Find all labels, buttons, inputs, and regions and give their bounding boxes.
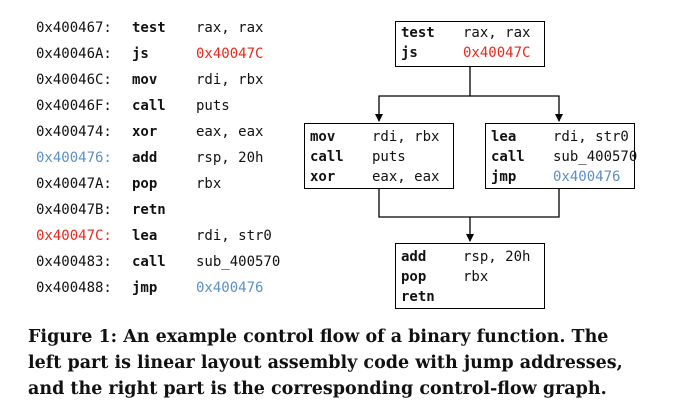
listing-operands: 0x400476	[196, 280, 264, 296]
listing-operands: eax, eax	[196, 124, 264, 140]
block-operands: rdi, rbx	[372, 129, 440, 145]
listing-operands: sub_400570	[196, 254, 281, 270]
listing-mnemonic: test	[132, 20, 166, 36]
listing-mnemonic: js	[132, 46, 149, 62]
block-mnemonic: xor	[310, 169, 336, 185]
cfg-block-exit: add rsp, 20h pop rbx retn	[395, 243, 545, 309]
listing-address: 0x400476:	[36, 150, 112, 166]
cfg-block-fallthrough: mov rdi, rbx call puts xor eax, eax	[304, 123, 454, 189]
listing-mnemonic: mov	[132, 72, 158, 88]
listing-operands: 0x40047C	[196, 46, 264, 62]
listing-operands: puts	[196, 98, 230, 114]
listing-mnemonic: xor	[132, 124, 158, 140]
listing-operands: rsp, 20h	[196, 150, 264, 166]
listing-address: 0x40046A:	[36, 46, 112, 62]
caption-line: left part is linear layout assembly code…	[28, 353, 623, 373]
cfg-block-branch: lea rdi, str0 call sub_400570 jmp 0x4004…	[485, 123, 638, 189]
block-operands: rsp, 20h	[463, 249, 531, 265]
listing-mnemonic: lea	[132, 228, 158, 244]
listing-address: 0x40047B:	[36, 202, 112, 218]
listing-operands: rax, rax	[196, 20, 264, 36]
edge-entry-to-fallthrough	[375, 67, 471, 122]
listing-address: 0x400488:	[36, 280, 112, 296]
caption-line: Figure 1: An example control flow of a b…	[28, 327, 609, 347]
listing-mnemonic: call	[132, 98, 166, 114]
listing-mnemonic: jmp	[132, 280, 158, 296]
listing-address: 0x40046C:	[36, 72, 112, 88]
caption-line: and the right part is the corresponding …	[28, 379, 607, 399]
block-operands: puts	[372, 149, 406, 165]
listing-address: 0x400474:	[36, 124, 112, 140]
listing-operands: rdi, rbx	[196, 72, 264, 88]
block-operands: eax, eax	[372, 169, 440, 185]
listing-address: 0x40047A:	[36, 176, 112, 192]
cfg-block-entry: test rax, rax js 0x40047C	[395, 21, 545, 67]
listing-address: 0x40047C:	[36, 228, 112, 244]
listing-address: 0x400467:	[36, 20, 112, 36]
block-operands: rdi, str0	[553, 129, 629, 145]
listing-mnemonic: add	[132, 150, 158, 166]
listing-operands: rdi, str0	[196, 228, 272, 244]
block-mnemonic: js	[401, 45, 418, 61]
listing-mnemonic: pop	[132, 176, 158, 192]
block-mnemonic: call	[491, 149, 525, 165]
edge-entry-to-branch	[470, 95, 563, 122]
figure-caption: Figure 1: An example control flow of a b…	[28, 324, 668, 402]
block-operands: sub_400570	[553, 149, 638, 165]
listing-address: 0x400483:	[36, 254, 112, 270]
block-mnemonic: pop	[401, 269, 427, 285]
listing-address: 0x40046F:	[36, 98, 112, 114]
block-mnemonic: mov	[310, 129, 336, 145]
block-operands: rax, rax	[463, 25, 531, 41]
block-mnemonic: retn	[401, 289, 435, 305]
listing-mnemonic: call	[132, 254, 166, 270]
block-mnemonic: jmp	[491, 169, 517, 185]
block-operands: rbx	[463, 269, 489, 285]
block-mnemonic: add	[401, 249, 427, 265]
block-operands: 0x400476	[553, 169, 621, 185]
edge-fallthrough-to-exit	[378, 189, 560, 218]
block-mnemonic: lea	[491, 129, 517, 145]
block-mnemonic: call	[310, 149, 344, 165]
block-mnemonic: test	[401, 25, 435, 41]
block-operands: 0x40047C	[463, 45, 531, 61]
listing-operands: rbx	[196, 176, 222, 192]
listing-mnemonic: retn	[132, 202, 166, 218]
